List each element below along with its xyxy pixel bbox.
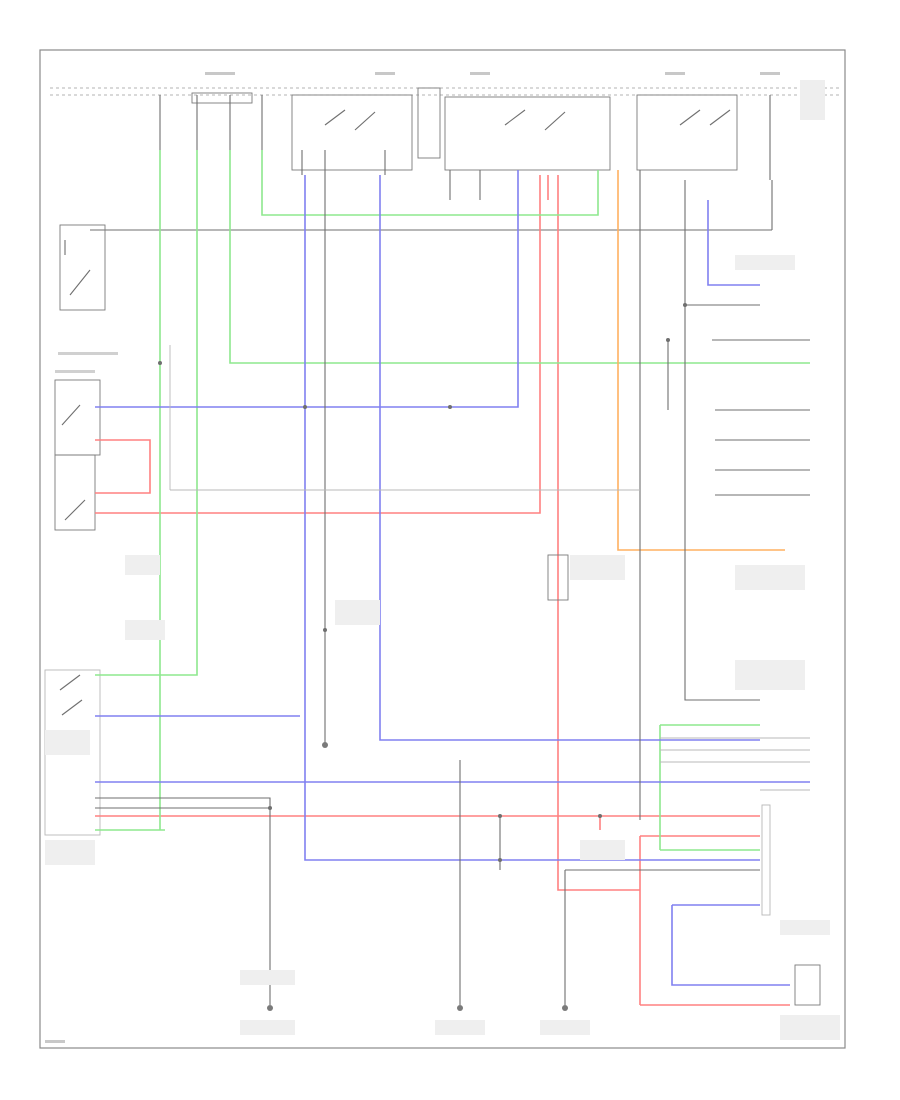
diagram-frame [39,49,846,1049]
ground-symbols [267,742,568,1011]
blue-wires [95,170,810,986]
tail-relay [59,224,106,311]
fuse-block-2 [417,87,441,159]
fuse-block-1 [191,92,253,104]
stop-lamp-switch-box [54,454,96,531]
control-module-box [761,804,771,916]
relay-switches [324,109,731,131]
illegible-labels [45,72,840,1043]
fuse-drops [159,95,771,200]
power-wires [95,175,790,1006]
relay-box-2 [444,96,611,171]
turn-signal-flasher [547,554,569,601]
relay-box-1 [291,94,413,171]
gray-wires [95,170,810,1005]
green-wires [95,150,810,851]
relay-box-3 [636,94,738,171]
rear-lamp-box [794,964,821,1006]
headlamp-relay-box [54,379,101,456]
fuse-block-group [191,87,738,171]
junction-dots [158,303,687,862]
orange-wire [617,170,785,551]
right-connector-lines [169,345,810,791]
